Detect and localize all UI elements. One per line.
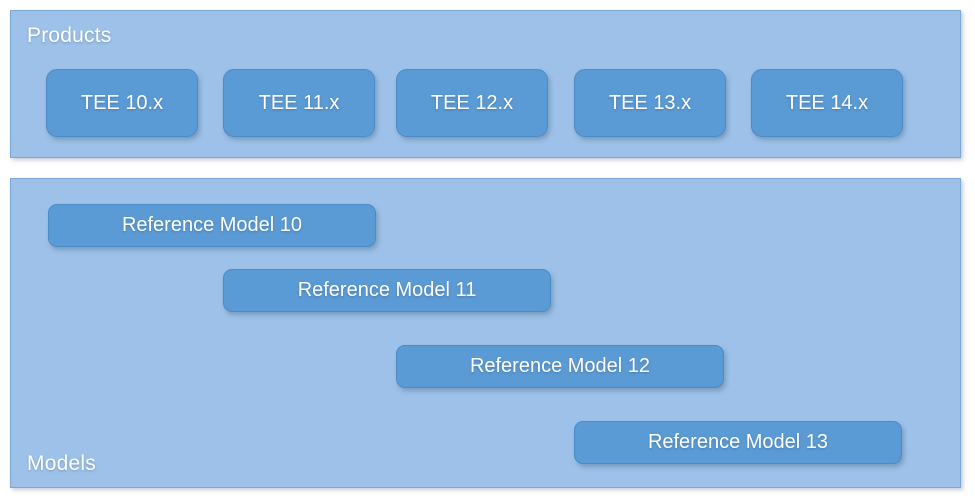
products-panel: Products TEE 10.x TEE 11.x TEE 12.x TEE … — [10, 10, 961, 158]
product-box-tee-12[interactable]: TEE 12.x — [396, 69, 548, 137]
product-box-label: TEE 10.x — [80, 91, 164, 114]
products-panel-label: Products — [27, 24, 112, 47]
models-panel: Models Reference Model 10 Reference Mode… — [10, 178, 961, 488]
models-panel-label: Models — [27, 452, 96, 475]
model-bar-reference-model-10[interactable]: Reference Model 10 — [48, 204, 376, 247]
model-bar-label: Reference Model 13 — [647, 431, 829, 453]
model-bar-label: Reference Model 11 — [297, 279, 477, 301]
model-bar-reference-model-12[interactable]: Reference Model 12 — [396, 345, 724, 388]
model-bar-label: Reference Model 12 — [469, 355, 651, 377]
product-box-label: TEE 11.x — [258, 91, 340, 114]
product-box-label: TEE 12.x — [430, 91, 514, 114]
product-box-label: TEE 14.x — [785, 91, 869, 114]
product-box-tee-10[interactable]: TEE 10.x — [46, 69, 198, 137]
product-box-tee-14[interactable]: TEE 14.x — [751, 69, 903, 137]
model-bar-reference-model-13[interactable]: Reference Model 13 — [574, 421, 902, 464]
model-bar-label: Reference Model 10 — [121, 214, 303, 236]
product-box-label: TEE 13.x — [608, 91, 692, 114]
product-box-tee-13[interactable]: TEE 13.x — [574, 69, 726, 137]
product-box-tee-11[interactable]: TEE 11.x — [223, 69, 375, 137]
model-bar-reference-model-11[interactable]: Reference Model 11 — [223, 269, 551, 312]
